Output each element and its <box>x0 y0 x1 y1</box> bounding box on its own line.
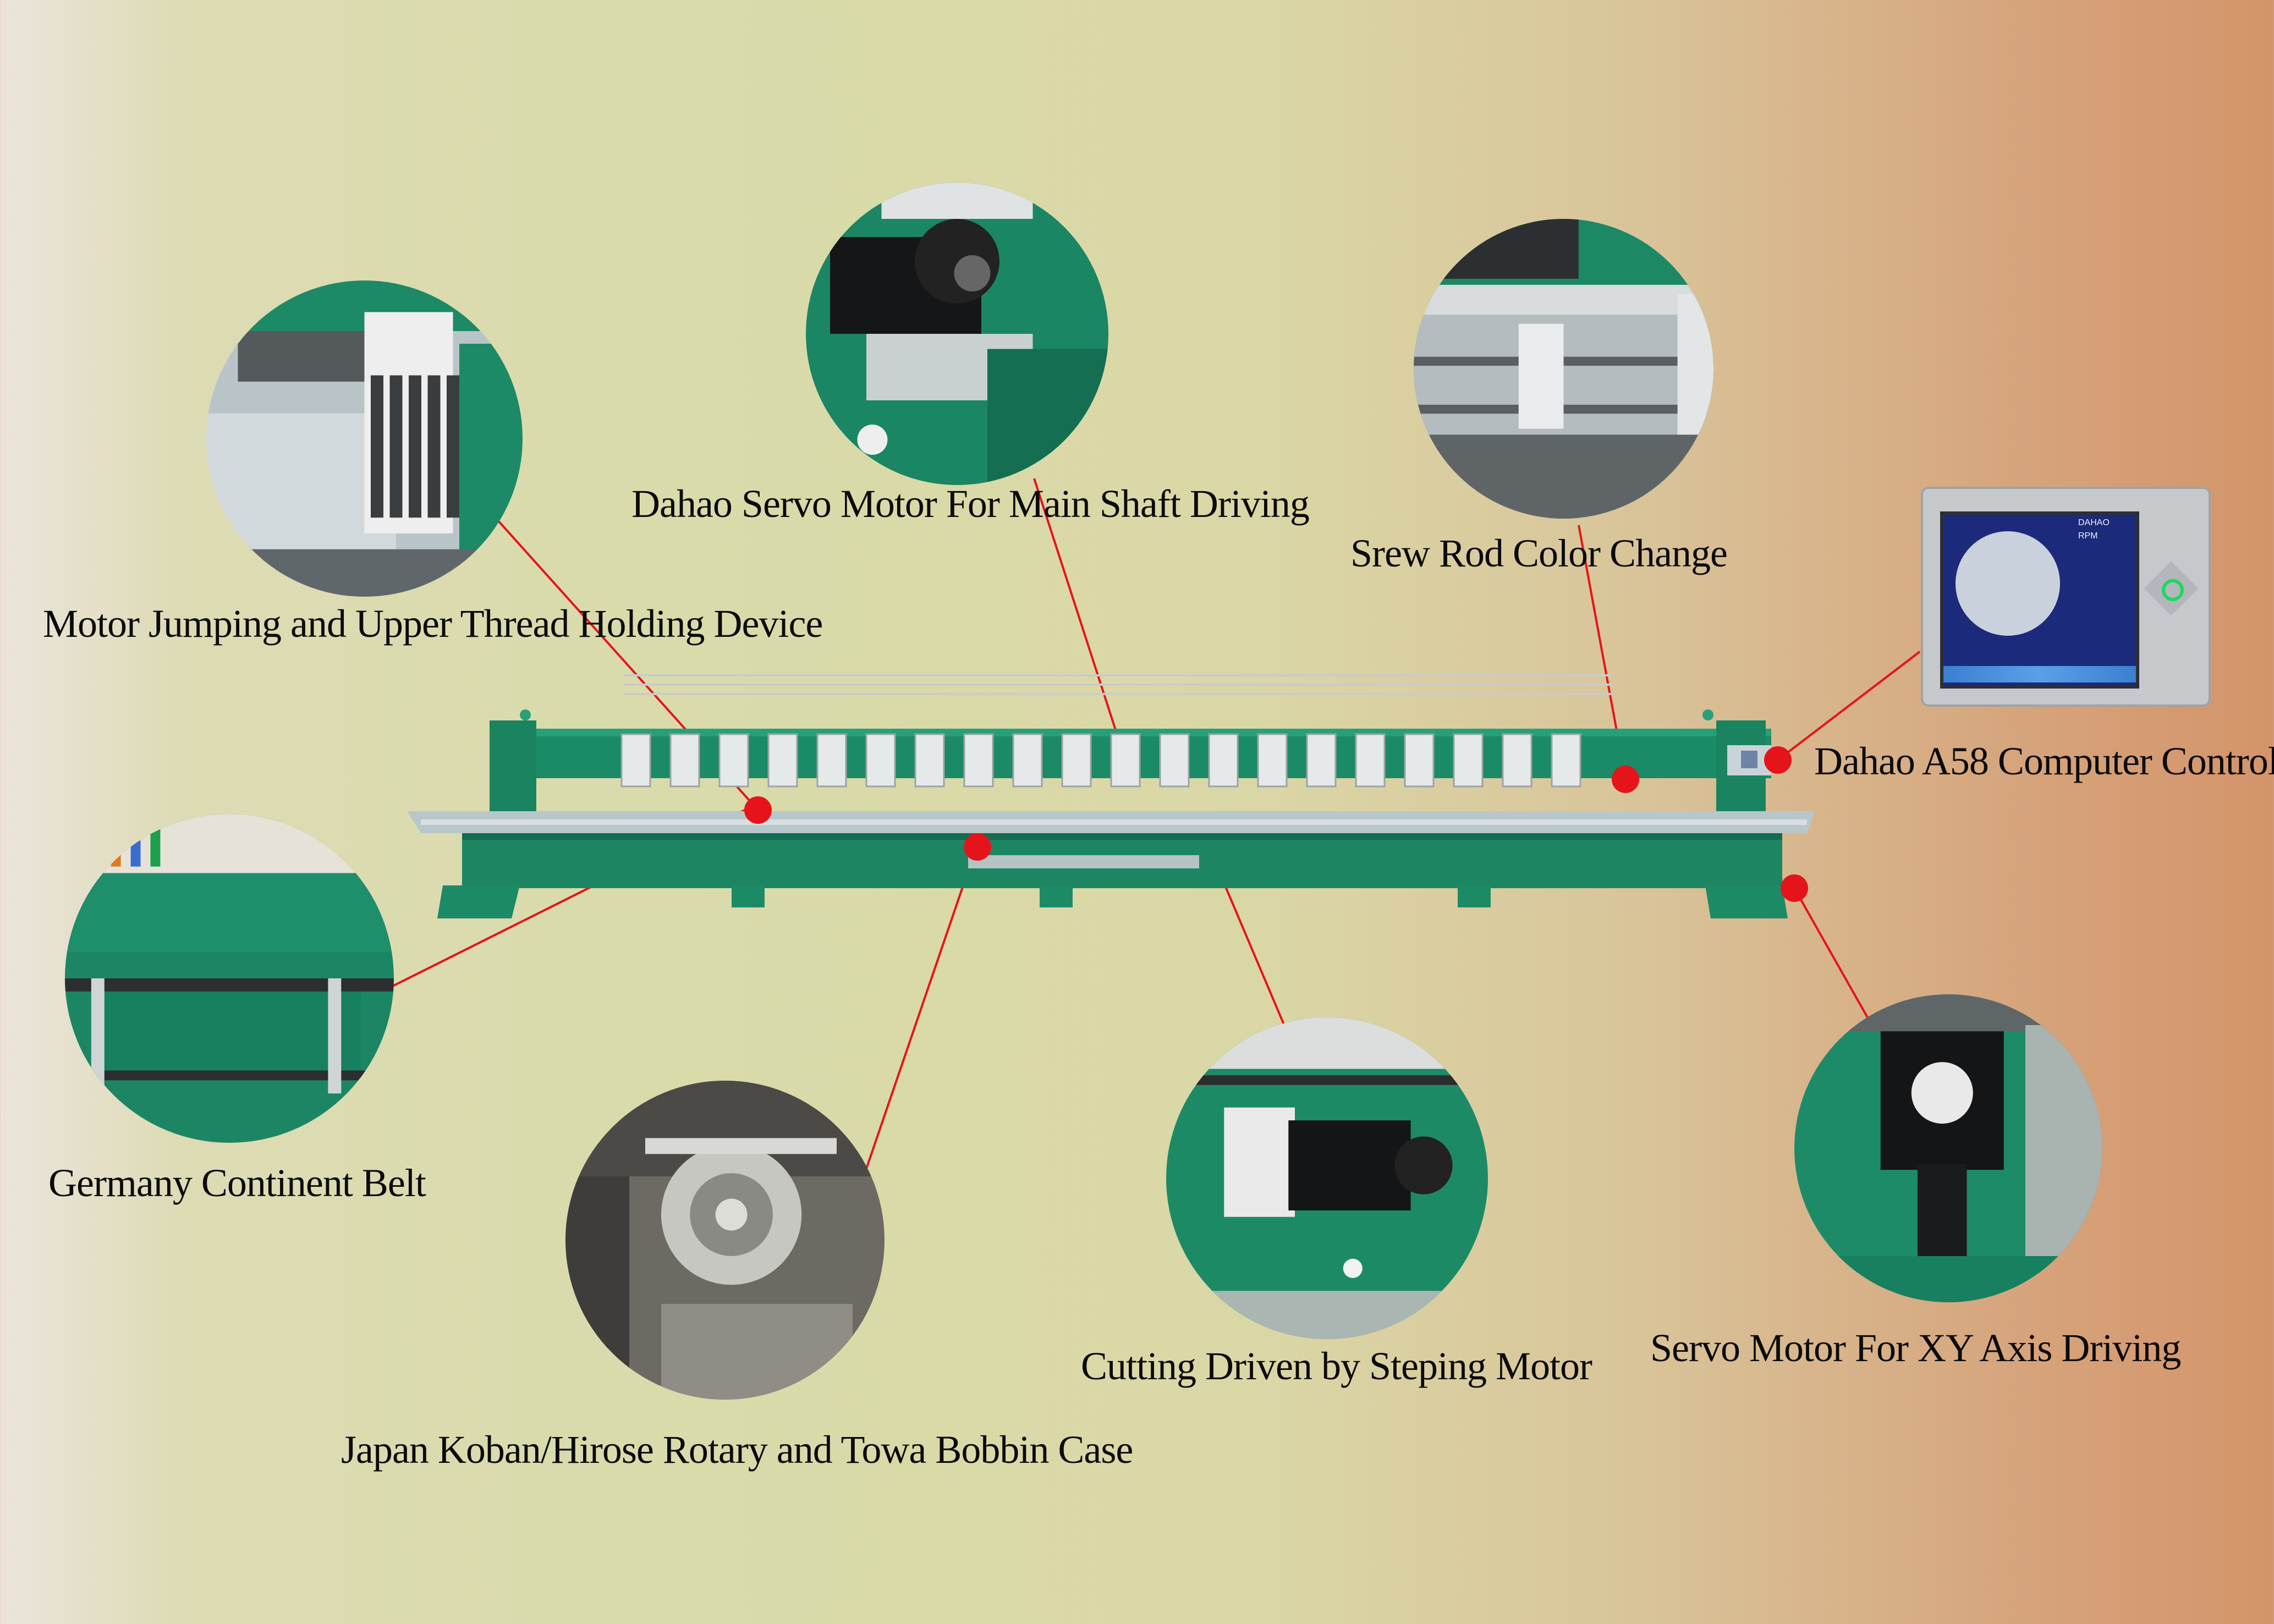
sewing-head <box>1110 733 1141 788</box>
callout-dot-servo-xy <box>1781 874 1808 902</box>
screen-dial <box>1956 531 2060 636</box>
label-belt: Germany Continent Belt <box>48 1161 426 1205</box>
label-cutting: Cutting Driven by Steping Motor <box>1081 1344 1592 1388</box>
sewing-head <box>865 733 896 788</box>
sewing-head <box>963 733 994 788</box>
photo-belt <box>65 814 394 1143</box>
screen-buttons <box>1943 666 2136 682</box>
sewing-head <box>1257 733 1288 788</box>
screen-rpm: RPM <box>2078 531 2098 541</box>
sewing-head <box>620 733 651 788</box>
label-rotary: Japan Koban/Hirose Rotary and Towa Bobbi… <box>341 1428 1133 1472</box>
callout-line-computer <box>1777 651 1921 761</box>
sewing-head <box>767 733 798 788</box>
sewing-head <box>718 733 749 788</box>
photo-cutting <box>1166 1017 1488 1339</box>
callout-dot-screw-rod <box>1612 766 1639 793</box>
callout-line-servo-xy <box>1793 888 1869 1018</box>
sewing-head <box>1061 733 1092 788</box>
photo-servo-xy <box>1794 994 2102 1302</box>
label-motor-jumping: Motor Jumping and Upper Thread Holding D… <box>43 602 823 646</box>
sewing-head <box>1208 733 1239 788</box>
callout-dot-belt-mid <box>964 833 991 861</box>
sewing-head <box>816 733 847 788</box>
callout-dot-motor-jumping <box>744 796 772 824</box>
photo-motor-jumping <box>206 280 523 597</box>
label-servo-main: Dahao Servo Motor For Main Shaft Driving <box>631 482 1310 526</box>
callout-line-rotary <box>865 846 977 1169</box>
label-screw-rod: Srew Rod Color Change <box>1350 531 1728 575</box>
sewing-head <box>1355 733 1386 788</box>
sewing-head <box>1551 733 1581 788</box>
label-servo-xy: Servo Motor For XY Axis Driving <box>1650 1326 2181 1370</box>
embroidery-machine <box>407 674 1815 918</box>
label-computer: Dahao A58 Computer Control <box>1814 739 2274 783</box>
photo-rotary <box>565 1081 885 1400</box>
computer-control-panel: DAHAO RPM <box>1921 487 2211 707</box>
callout-line-cutting <box>1215 863 1286 1026</box>
power-indicator-icon <box>2162 579 2184 601</box>
photo-screw-rod <box>1414 219 1713 519</box>
sewing-head <box>914 733 945 788</box>
control-screen: DAHAO RPM <box>1940 511 2139 689</box>
sewing-head <box>1159 733 1190 788</box>
sewing-head <box>1306 733 1337 788</box>
sewing-head <box>1502 733 1533 788</box>
callout-dot-computer <box>1764 746 1792 774</box>
sewing-head <box>1012 733 1043 788</box>
photo-servo-main <box>806 183 1108 485</box>
sewing-head <box>669 733 700 788</box>
screen-brand: DAHAO <box>2078 518 2110 527</box>
sewing-head <box>1404 733 1435 788</box>
sewing-head <box>1453 733 1484 788</box>
callout-line-servo-main <box>1033 478 1129 768</box>
